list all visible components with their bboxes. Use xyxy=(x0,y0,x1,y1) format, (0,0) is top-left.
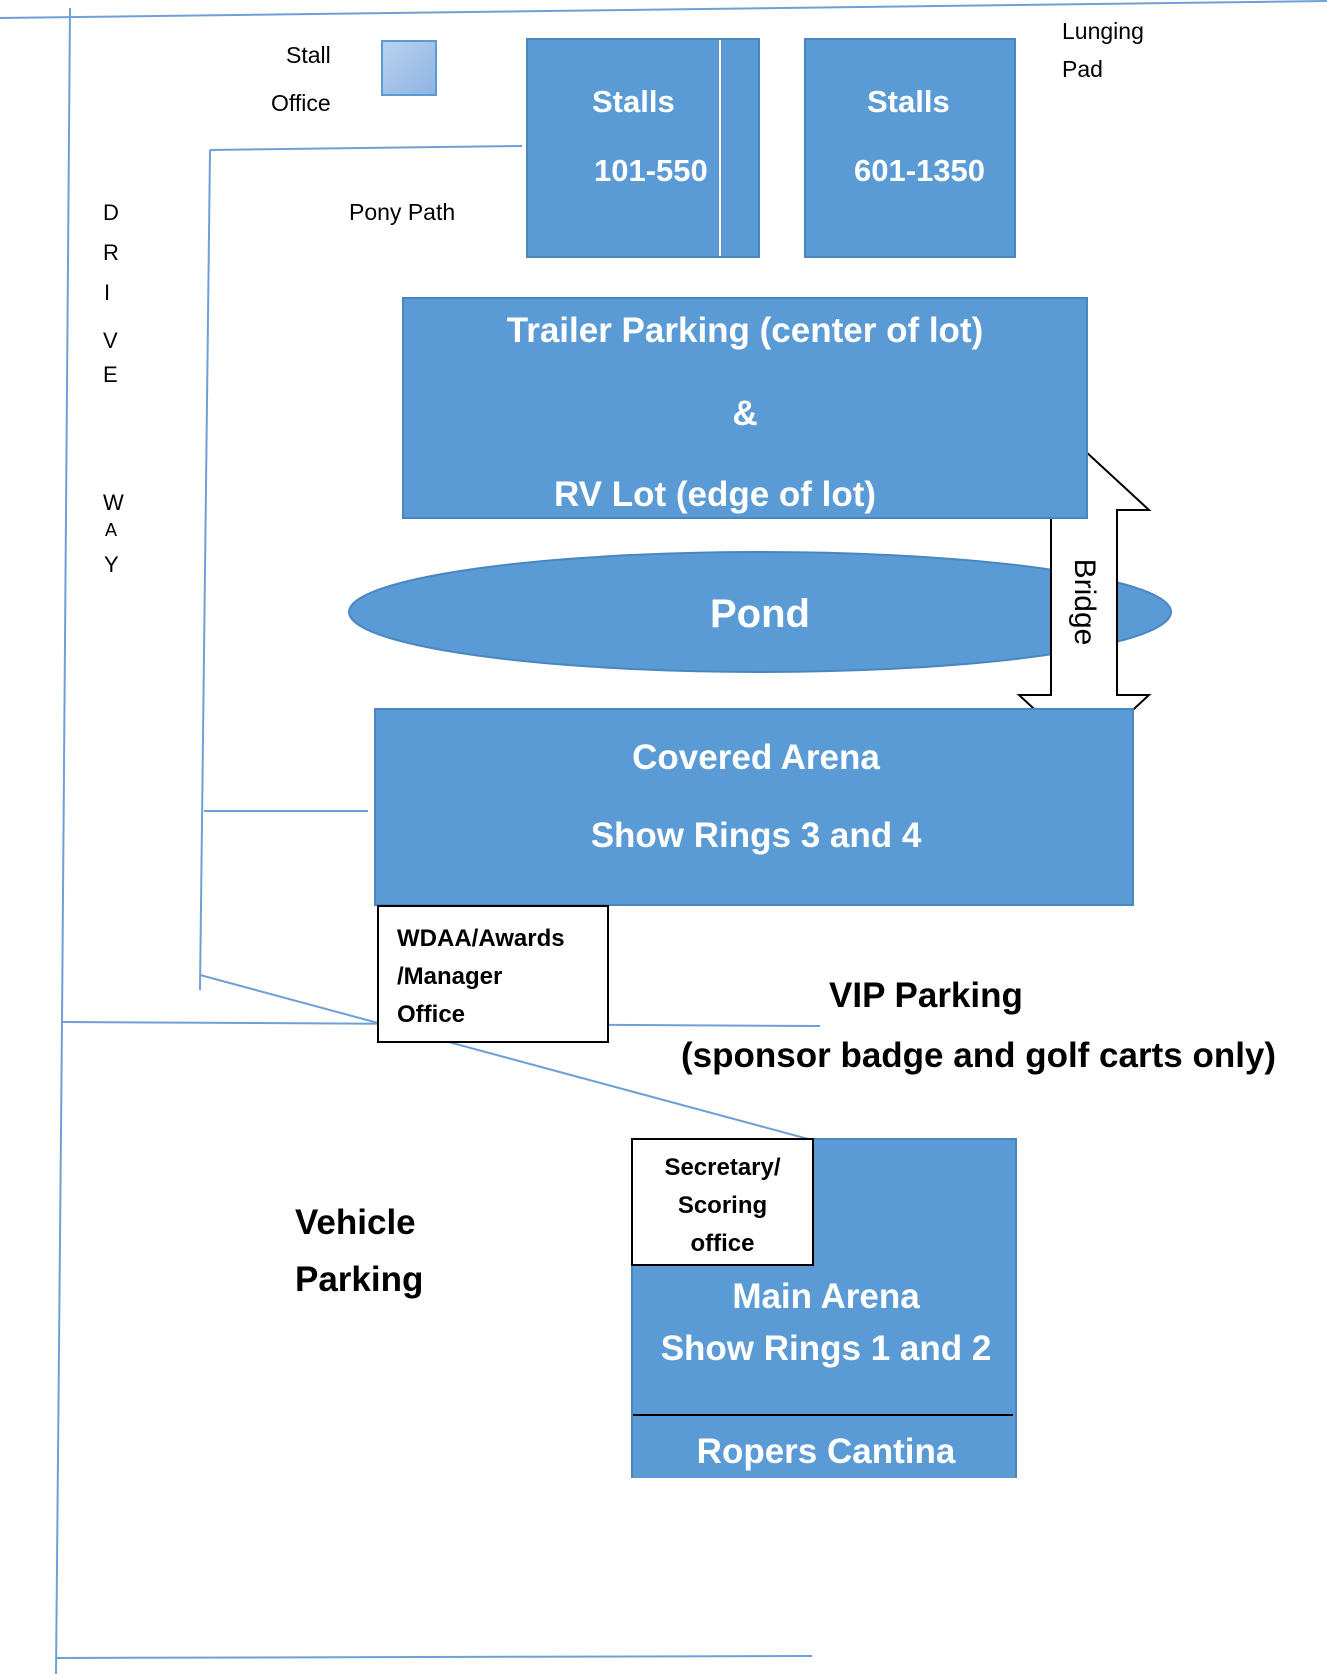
driveway-letter-w: W xyxy=(103,490,124,515)
stalls-a-range: 101-550 xyxy=(594,153,708,188)
trailer-rv-lot-block: Trailer Parking (center of lot) & RV Lot… xyxy=(402,297,1088,519)
pony-path-line xyxy=(209,145,523,151)
diagonal-path-to-main-arena xyxy=(199,974,813,1141)
driveway-line-upper xyxy=(61,7,71,1023)
secretary-scoring-office-box: Secretary/ Scoring office xyxy=(631,1138,814,1266)
driveway-letter-e: E xyxy=(103,362,118,387)
driveway-letter-i: I xyxy=(104,280,111,305)
ropers-cantina-divider xyxy=(633,1414,1013,1416)
secretary-office-line1: Secretary/ xyxy=(664,1154,781,1181)
covered-arena-line2: Show Rings 3 and 4 xyxy=(590,816,922,855)
top-boundary-road xyxy=(0,0,1327,19)
stalls-b-title: Stalls xyxy=(867,84,950,119)
ropers-cantina-label: Ropers Cantina xyxy=(696,1432,956,1471)
driveway-letter-v: V xyxy=(103,328,118,353)
stalls-a-title: Stalls xyxy=(592,84,675,119)
vehicle-parking-line1: Vehicle xyxy=(295,1203,416,1242)
driveway-line-lower xyxy=(55,1021,63,1674)
stalls-601-1350-block: Stalls 601-1350 xyxy=(804,38,1016,258)
stalls-divider-line xyxy=(719,40,721,256)
trailer-lot-line1: Trailer Parking (center of lot) xyxy=(506,311,984,350)
bridge-label: Bridge xyxy=(1068,558,1101,646)
driveway-letter-a: A xyxy=(105,520,118,540)
driveway-letter-d: D xyxy=(103,200,119,225)
secretary-office-line3: office xyxy=(690,1230,755,1257)
wdaa-office-line3: Office xyxy=(397,1001,466,1028)
lunging-pad-label-line1: Lunging xyxy=(1062,18,1144,44)
bottom-boundary-road xyxy=(55,1655,813,1659)
wdaa-office-line2: /Manager xyxy=(397,963,503,990)
secretary-office-line2: Scoring xyxy=(677,1192,768,1219)
stall-office-label-line1: Stall xyxy=(286,42,331,68)
vehicle-parking-line2: Parking xyxy=(295,1260,424,1299)
driveway-letter-y: Y xyxy=(104,552,119,577)
vip-parking-title: VIP Parking xyxy=(829,976,1023,1015)
stall-office-icon xyxy=(381,40,437,96)
covered-arena-block: Covered Arena Show Rings 3 and 4 xyxy=(374,708,1134,906)
vip-parking-note: (sponsor badge and golf carts only) xyxy=(681,1036,1277,1075)
main-arena-line2: Show Rings 1 and 2 xyxy=(660,1329,992,1368)
main-arena-line1: Main Arena xyxy=(732,1277,920,1316)
stall-office-label-line2: Office xyxy=(271,90,331,116)
pony-path-label: Pony Path xyxy=(349,199,456,225)
trailer-lot-line2: & xyxy=(732,394,758,433)
driveway-label: D R I V E W A Y xyxy=(103,0,124,580)
wdaa-awards-office-box: WDAA/Awards /Manager Office xyxy=(377,905,609,1043)
trailer-lot-line3: RV Lot (edge of lot) xyxy=(554,475,877,514)
stalls-101-550-block: Stalls 101-550 xyxy=(526,38,760,258)
pond-shape xyxy=(348,551,1172,673)
lunging-pad-label-line2: Pad xyxy=(1062,56,1103,82)
pond-label: Pond xyxy=(710,592,810,636)
inner-path-vertical xyxy=(199,149,211,991)
driveway-letter-r: R xyxy=(103,240,119,265)
wdaa-office-line1: WDAA/Awards xyxy=(397,925,565,952)
covered-arena-line1: Covered Arena xyxy=(632,738,880,777)
stalls-b-range: 601-1350 xyxy=(854,153,986,188)
